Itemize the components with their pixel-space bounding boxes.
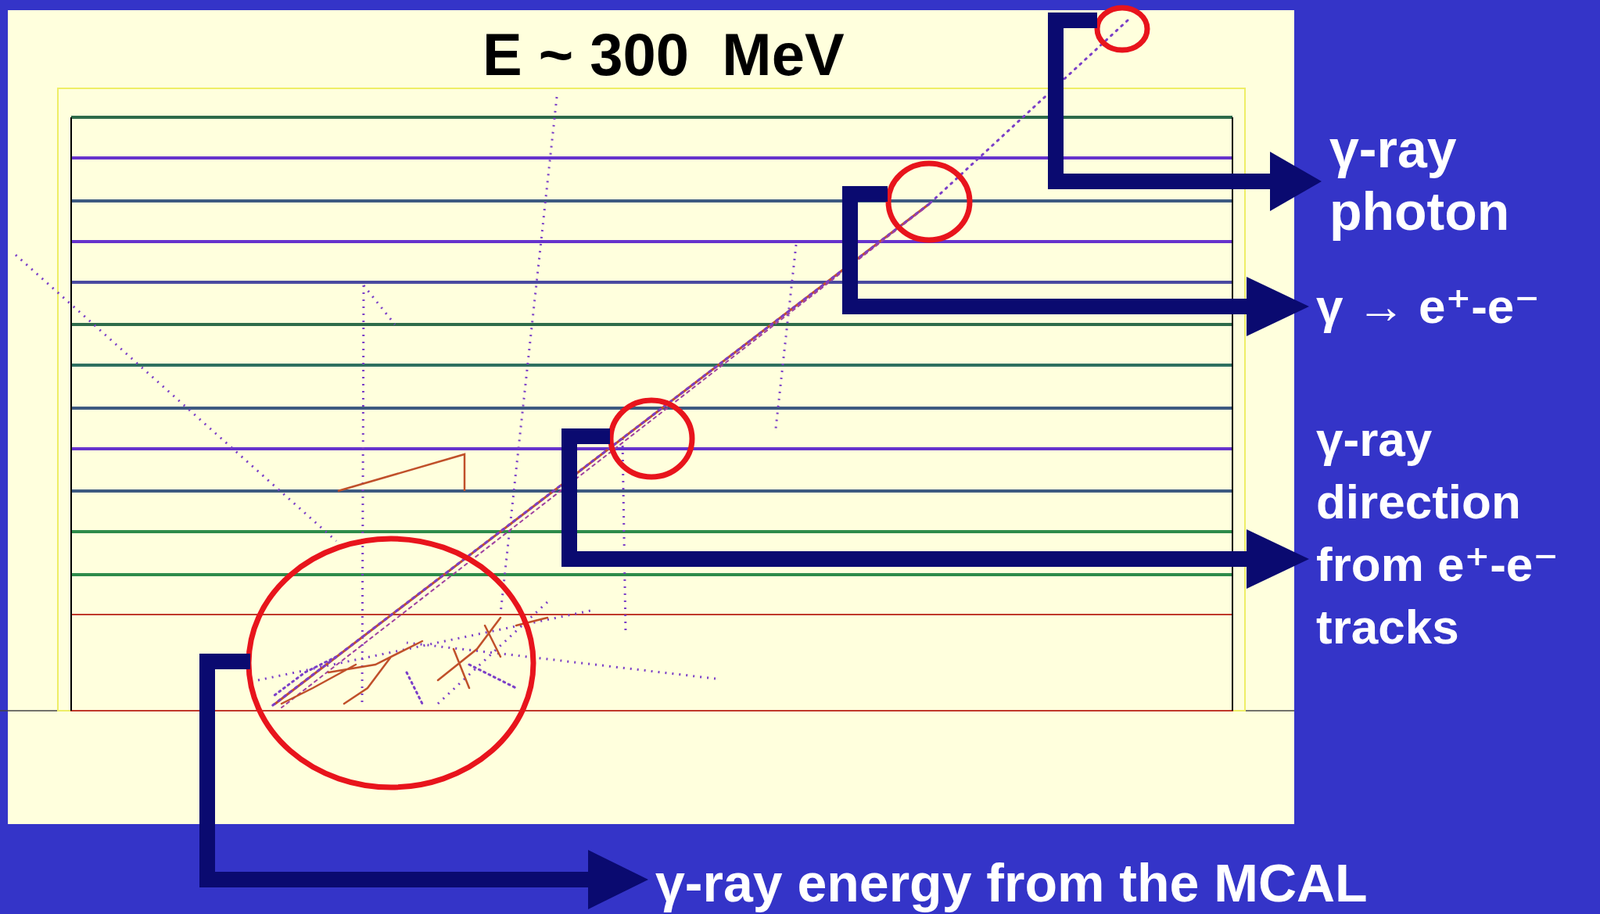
callout-label: γ-ray direction from e⁺-e⁻ tracks	[1316, 408, 1598, 659]
callout-label: γ → e⁺-e⁻	[1316, 275, 1598, 338]
secondary-tracks	[15, 96, 797, 704]
diagram-title: E ~ 300 MeV	[482, 25, 845, 85]
highlight-circles	[248, 7, 1148, 788]
callout-brackets	[207, 20, 1278, 880]
callout-label: γ-ray photon	[1329, 117, 1596, 243]
pair-shower	[269, 20, 1128, 708]
callout-label: γ-ray energy from the MCAL	[655, 851, 1368, 914]
callout-arrowheads	[588, 151, 1322, 910]
stray-track	[337, 454, 465, 492]
